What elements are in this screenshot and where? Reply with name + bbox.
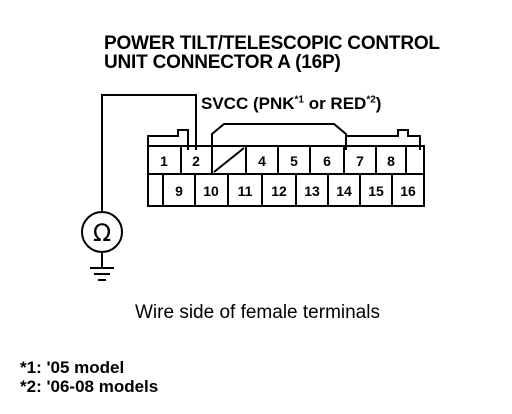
pin-label-12: 12 xyxy=(271,183,287,199)
pin-label-13: 13 xyxy=(304,183,320,199)
pin-label-11: 11 xyxy=(238,183,253,199)
pin-label-7: 7 xyxy=(356,153,364,169)
pin-label-6: 6 xyxy=(323,153,331,169)
bottom-row-pins: 9 10 11 12 13 14 15 16 xyxy=(175,183,416,199)
unused-cavity-slash xyxy=(213,147,245,173)
top-row-pins: 1 2 4 5 6 7 8 xyxy=(160,153,395,169)
footnote-marker-2: *2 xyxy=(366,94,376,106)
diagram-title-line-1: POWER TILT/TELESCOPIC CONTROL xyxy=(104,33,440,54)
pin-label-4: 4 xyxy=(258,153,266,169)
footnote-1: *1: '05 model xyxy=(20,358,125,377)
connector-housing-top-right xyxy=(346,129,421,150)
pin-label-15: 15 xyxy=(368,183,384,199)
connector-housing-top xyxy=(147,129,189,150)
ground-icon xyxy=(90,252,114,281)
ohm-symbol: Ω xyxy=(93,219,111,247)
pin-label-9: 9 xyxy=(175,183,183,199)
view-caption: Wire side of female terminals xyxy=(135,302,380,323)
wire-label-middle: or RED xyxy=(303,94,367,113)
pin-label-1: 1 xyxy=(160,153,168,169)
pin-label-16: 16 xyxy=(400,183,416,199)
pin-label-5: 5 xyxy=(290,153,298,169)
pin-label-2: 2 xyxy=(192,153,200,169)
wire-color-label: SVCC (PNK*1 or RED*2) xyxy=(201,94,381,114)
connector-body xyxy=(147,145,425,207)
connector-grid xyxy=(147,145,425,207)
pin-label-14: 14 xyxy=(336,183,352,199)
pin-label-10: 10 xyxy=(203,183,219,199)
wire-label-suffix: ) xyxy=(375,94,382,113)
diagram-title-line-2: UNIT CONNECTOR A (16P) xyxy=(104,52,341,73)
wire-label-prefix: SVCC (PNK xyxy=(201,94,295,113)
test-lead-wire xyxy=(101,94,197,212)
pin-label-8: 8 xyxy=(387,153,395,169)
footnote-marker-1: *1 xyxy=(294,94,304,106)
footnote-2: *2: '06-08 models xyxy=(20,377,159,396)
